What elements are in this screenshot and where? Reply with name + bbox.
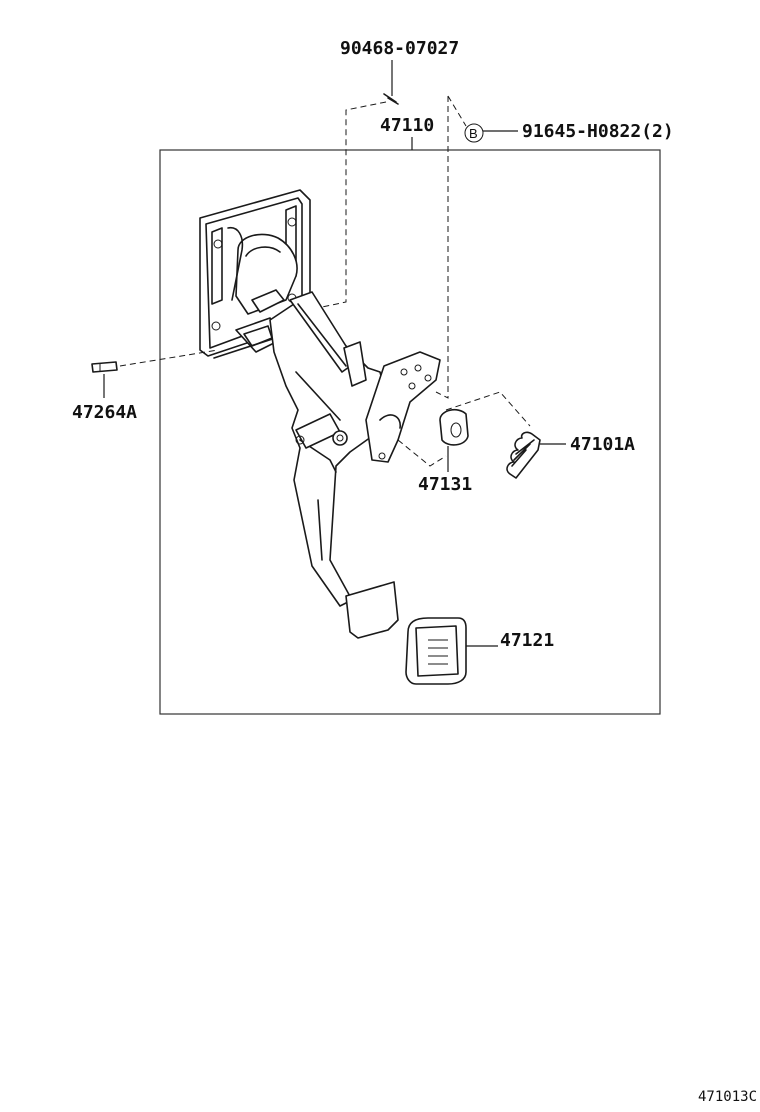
spring-group: 47101A xyxy=(506,431,635,479)
pedal-pad-mounted xyxy=(345,581,399,639)
pin-group: 47264A xyxy=(72,349,219,423)
bushing-icon xyxy=(439,408,469,446)
bushing-group: 47131 xyxy=(397,391,531,495)
dashline-clip xyxy=(435,95,467,399)
clip-marker-circle xyxy=(464,123,484,143)
clip-group: B 91645-H0822(2) xyxy=(435,95,674,399)
label-pedal-assy: 47110 xyxy=(380,115,434,136)
reference-code: 471013C xyxy=(698,1089,757,1105)
pedal-pad-icon xyxy=(405,617,467,685)
pedal-assy-label-group: 47110 xyxy=(380,115,434,150)
pin-icon xyxy=(91,361,118,373)
label-bushing: 47131 xyxy=(418,474,472,495)
dashline-bushing xyxy=(397,391,531,467)
label-pedal-pad: 47121 xyxy=(500,630,554,651)
dashline-pin xyxy=(119,349,219,367)
pedal-arm xyxy=(251,289,441,607)
clip-marker-letter: B xyxy=(469,126,478,141)
spring-icon xyxy=(506,431,541,479)
label-pin: 47264A xyxy=(72,402,137,423)
label-clip-part: 91645-H0822(2) xyxy=(522,121,674,142)
assembly-frame xyxy=(159,149,661,715)
label-spring: 47101A xyxy=(570,434,635,455)
pedal-pad-group: 47121 xyxy=(405,617,554,685)
bolt-top-icon xyxy=(383,93,399,105)
bolt-top-group: 90468-07027 xyxy=(340,38,459,105)
label-bolt-top: 90468-07027 xyxy=(340,38,459,59)
